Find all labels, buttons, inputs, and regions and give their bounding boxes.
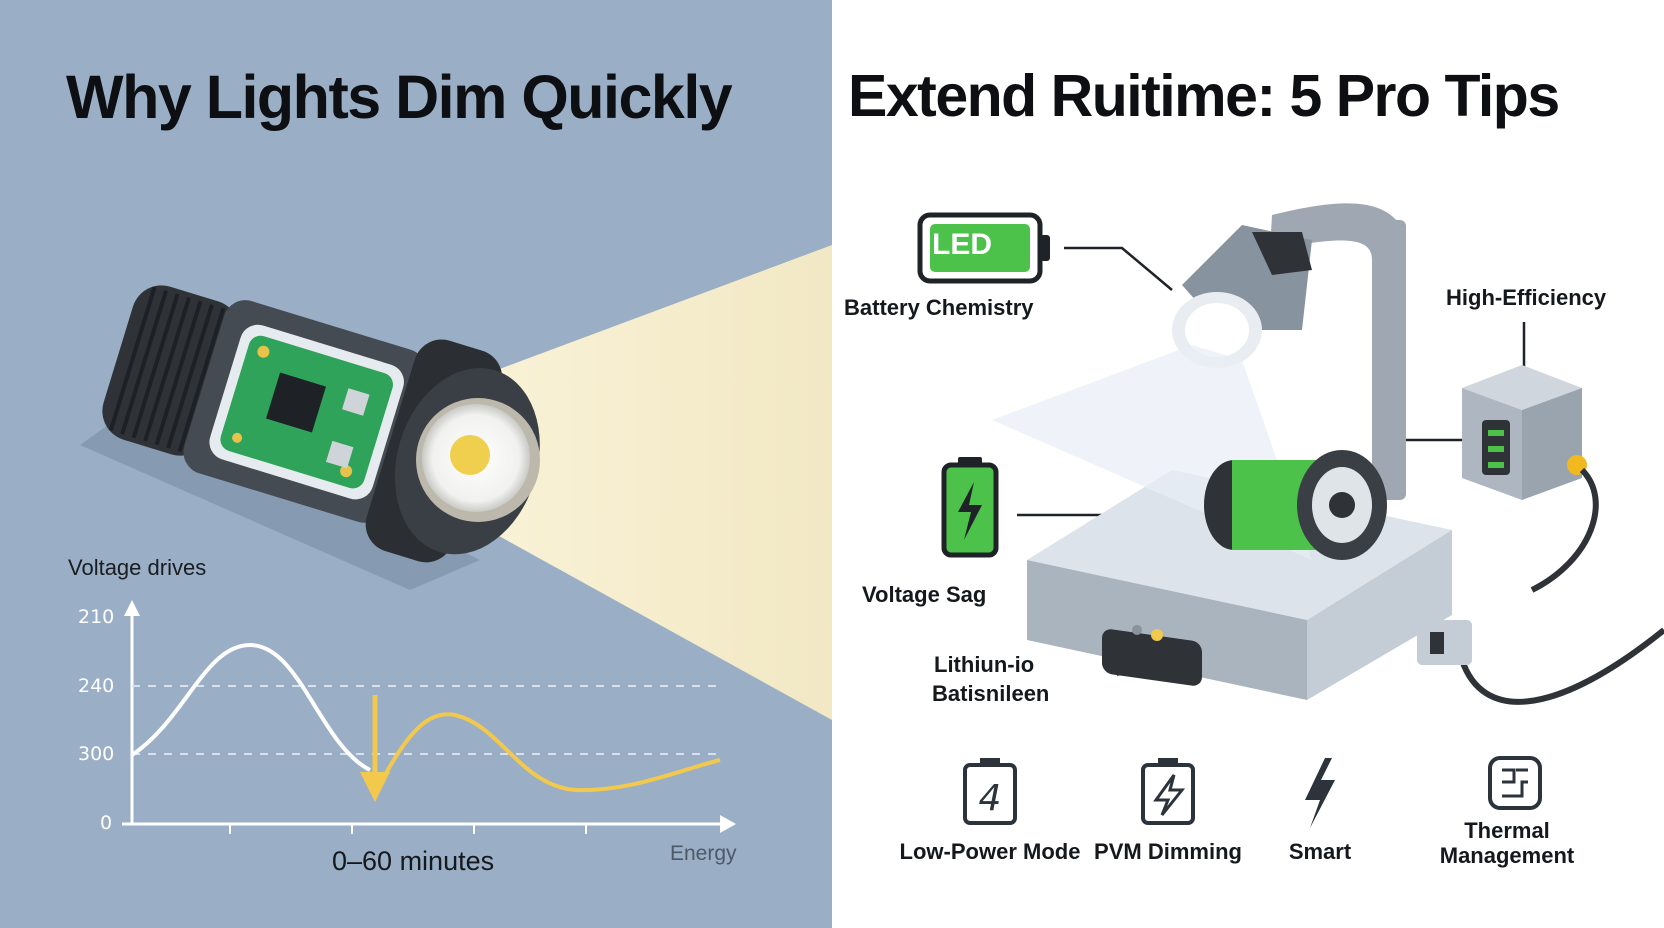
y-tick: 300: [78, 743, 115, 765]
svg-text:4: 4: [979, 778, 1002, 819]
tip-label: Thermal Management: [1439, 818, 1575, 869]
left-panel: Why Lights Dim Quickly Voltage drives 21…: [0, 0, 832, 928]
x-axis-end-label: Energy: [670, 842, 737, 865]
voltage-sag-battery-icon: [941, 457, 999, 558]
y-tick: 240: [78, 675, 115, 697]
y-tick: 0: [100, 812, 113, 834]
right-panel: 4 Extend Ruitime: 5 Pro Tips LED Battery…: [832, 0, 1664, 928]
led-battery-icon: [917, 212, 1050, 284]
tip-label: Low-Power Mode: [899, 839, 1081, 864]
tip-label: Smart: [1288, 839, 1352, 864]
lithium-label-line2: Batisnileen: [932, 681, 1050, 706]
flashlight-illustration: [80, 245, 832, 834]
graph-label: Voltage drives: [68, 555, 207, 580]
voltage-graph: [122, 600, 736, 834]
x-axis-label: 0–60 minutes: [332, 846, 495, 876]
high-efficiency-label: High-Efficiency: [1446, 285, 1607, 310]
thermal-chip-icon: [1488, 756, 1542, 810]
lamp-station-illustration: 4: [917, 203, 1664, 828]
voltage-sag-label: Voltage Sag: [862, 582, 987, 607]
battery-4-icon: 4: [963, 758, 1017, 825]
lightning-icon: [1305, 758, 1335, 828]
y-tick: 210: [78, 606, 115, 628]
led-badge-text: LED: [932, 228, 992, 261]
right-title: Extend Ruitime: 5 Pro Tips: [848, 63, 1560, 129]
lithium-label-line1: Lithiun-io: [934, 652, 1035, 677]
left-title: Why Lights Dim Quickly: [66, 63, 733, 131]
tip-label: PVM Dimming: [1094, 839, 1242, 864]
battery-chemistry-label: Battery Chemistry: [844, 295, 1034, 320]
battery-bolt-icon: [1141, 758, 1195, 825]
